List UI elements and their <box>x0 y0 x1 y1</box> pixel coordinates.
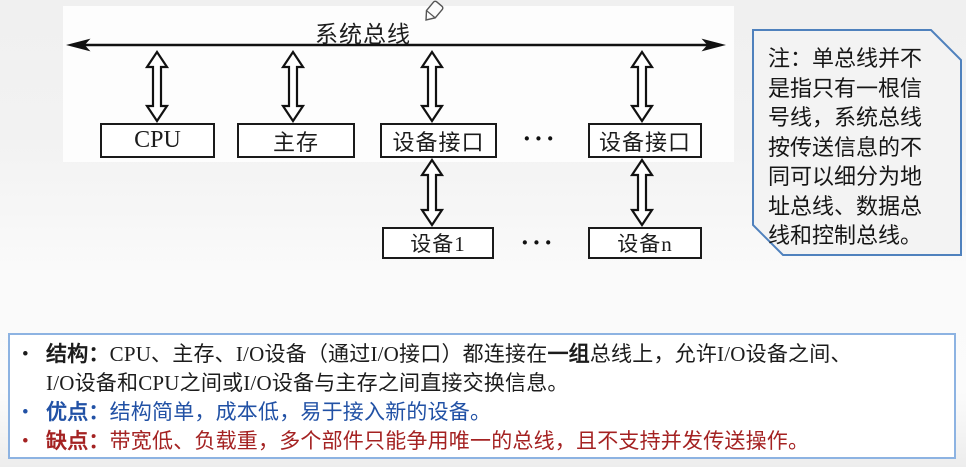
list-item-disadvantage: • 缺点：带宽低、负载重，多个部件只能争用唯一的总线，且不支持并发传送操作。 <box>22 427 948 456</box>
device-1-box: 设备1 <box>382 227 494 259</box>
ellipsis-row2: ··· <box>520 228 556 257</box>
advantage-text: 优点：结构简单，成本低，易于接入新的设备。 <box>46 400 492 424</box>
device-n-box: 设备n <box>588 227 702 259</box>
device-interface-box-1: 设备接口 <box>380 123 497 158</box>
list-item-structure: • 结构：CPU、主存、I/O设备（通过I/O接口）都连接在一组总线上，允许I/… <box>22 340 948 398</box>
structure-text: 结构：CPU、主存、I/O设备（通过I/O接口）都连接在一组总线上，允许I/O设… <box>46 342 852 395</box>
bullet-marker: • <box>22 402 29 423</box>
disadvantage-text: 缺点：带宽低、负载重，多个部件只能争用唯一的总线，且不支持并发传送操作。 <box>46 429 810 453</box>
ellipsis-row1: ··· <box>522 124 558 153</box>
device-interface-box-2: 设备接口 <box>588 123 702 158</box>
main-memory-box: 主存 <box>237 123 355 158</box>
bullet-marker: • <box>22 431 29 452</box>
list-item-advantage: • 优点：结构简单，成本低，易于接入新的设备。 <box>22 398 948 427</box>
summary-panel: • 结构：CPU、主存、I/O设备（通过I/O接口）都连接在一组总线上，允许I/… <box>8 333 956 459</box>
note-callout-text: 注：单总线并不 是指只有一根信 号线，系统总线 按传送信息的不 同可以细分为地 … <box>768 46 923 248</box>
bullet-marker: • <box>22 344 29 365</box>
cpu-box: CPU <box>100 123 215 158</box>
system-bus-label: 系统总线 <box>315 22 411 47</box>
